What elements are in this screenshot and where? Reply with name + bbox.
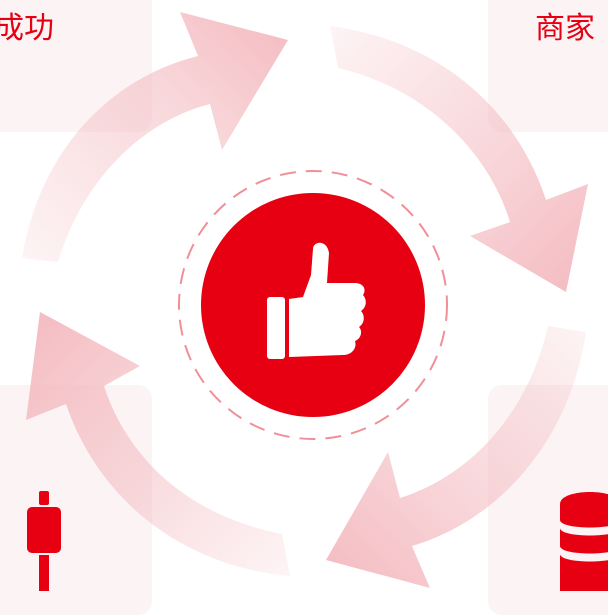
database-stack-icon — [560, 492, 608, 591]
dashed-ring — [178, 170, 448, 440]
toggle-switch-icon — [27, 491, 61, 591]
center-emblem — [176, 168, 450, 442]
cycle-arrows — [22, 12, 588, 588]
arrow-right — [330, 26, 588, 292]
thumbs-up-icon — [267, 242, 366, 359]
corner-panel-top-right — [488, 0, 608, 132]
label-top-right: 商家 — [535, 11, 595, 46]
arrow-top — [22, 12, 288, 262]
thumbs-up-badge — [201, 193, 425, 417]
arrow-left — [26, 312, 290, 576]
arrow-bottom — [326, 326, 586, 588]
label-top-left: 成功 — [0, 11, 54, 46]
